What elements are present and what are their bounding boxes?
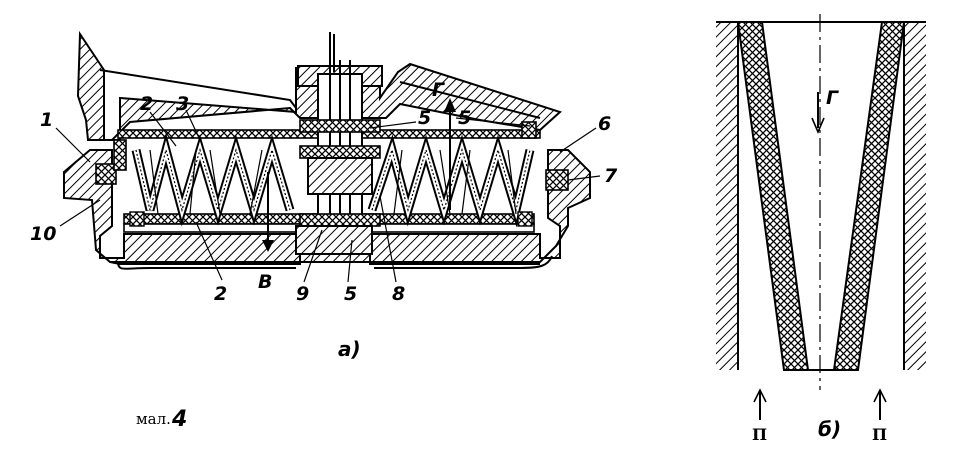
label-inlet-left: П xyxy=(752,425,767,444)
label-B: B xyxy=(258,271,272,293)
label-5-right: 5 xyxy=(458,107,471,129)
label-10: 10 xyxy=(30,223,56,245)
label-9: 9 xyxy=(296,283,309,305)
cone-drawing-b xyxy=(716,14,926,420)
sublabel-a: а) xyxy=(338,337,361,361)
label-inlet-right: П xyxy=(872,425,887,444)
label-1: 1 xyxy=(40,109,53,131)
label-7: 7 xyxy=(604,165,618,187)
label-8: 8 xyxy=(392,283,405,305)
label-2-bottom: 2 xyxy=(214,283,227,305)
section-drawing-a xyxy=(55,30,601,283)
label-6: 6 xyxy=(598,113,611,135)
label-5-left: 5 xyxy=(418,107,431,129)
label-flow-G: Г xyxy=(826,87,839,109)
label-G: Г xyxy=(432,79,445,101)
caption-number: 4 xyxy=(171,407,187,432)
sublabel-b: б) xyxy=(818,417,841,441)
label-2-top: 2 xyxy=(140,93,153,115)
label-3: 3 xyxy=(176,93,189,115)
caption-word: мал. xyxy=(136,410,171,428)
label-5-bottom: 5 xyxy=(344,283,357,305)
